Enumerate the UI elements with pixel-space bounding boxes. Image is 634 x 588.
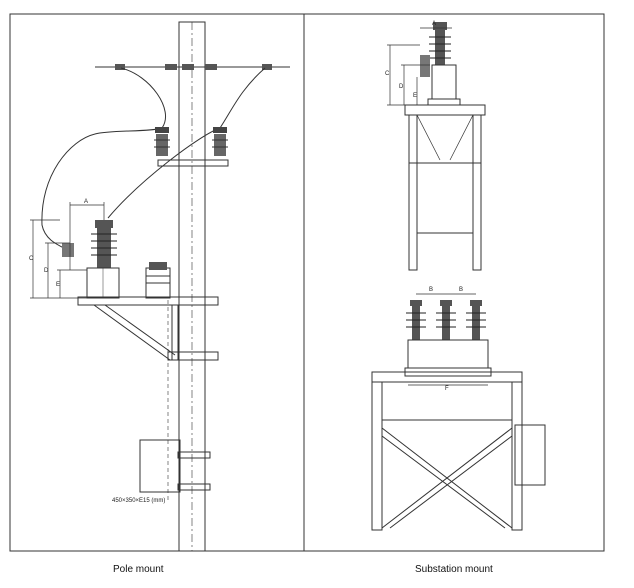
bushing-3 (466, 300, 486, 340)
substation-control-box (514, 424, 546, 486)
bushing-1 (406, 300, 426, 340)
pole-arrester-right (212, 127, 228, 156)
substation-mount-caption: Substation mount (415, 564, 493, 575)
substation-single-diagram (387, 22, 486, 271)
pole-box-size: 450×350×E15 (mm) (112, 498, 165, 504)
pole-bracket (77, 296, 219, 306)
control-box (139, 439, 181, 493)
sub-top-dim-a: A (432, 21, 436, 27)
pole-dim-c: C (29, 256, 34, 262)
sub-top-dim-c: C (385, 71, 390, 77)
substation-stand (404, 104, 486, 116)
pole-mount-drawing (30, 21, 290, 552)
pole-dim-a: A (84, 199, 88, 205)
sub-top-dim-d: D (399, 84, 404, 90)
pole-dim-d: D (44, 268, 49, 274)
sub-bottom-dim-f: F (445, 386, 449, 392)
pole-recloser (62, 220, 171, 299)
pole-arrester-left (154, 127, 170, 156)
pole-mount-caption: Pole mount (113, 564, 164, 575)
substation-frame-top (371, 371, 523, 383)
pole-dim-e: E (56, 282, 60, 288)
right-panel-frame (303, 13, 605, 552)
sub-bottom-dim-b1: B (429, 287, 433, 293)
sub-top-dim-e: E (413, 93, 417, 99)
bushing-2 (436, 300, 456, 340)
sub-bottom-dim-b2: B (459, 287, 463, 293)
substation-three-phase-diagram (371, 293, 546, 531)
